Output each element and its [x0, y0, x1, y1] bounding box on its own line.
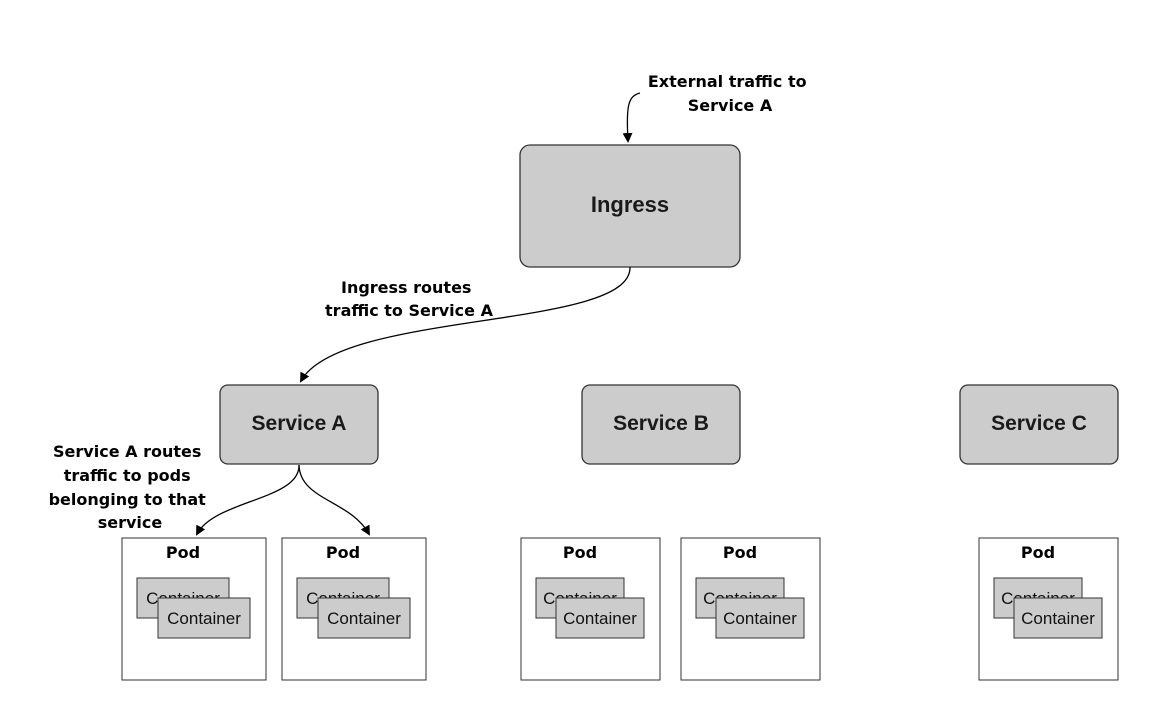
pod-5[interactable]: Pod Container Container: [978, 537, 1119, 681]
external-traffic-note: External traffic to Service A: [648, 72, 812, 115]
ingress-to-service-a-arrow: [300, 266, 631, 383]
pod-5-label: Pod: [1021, 543, 1055, 562]
service-a-to-pod-2-arrow: [298, 464, 370, 536]
service-a-routes-note-line-1: Service A routes: [53, 442, 201, 461]
ingress-routes-note-line-1: Ingress routes: [341, 278, 471, 297]
pod-3-container-2-label: Container: [563, 609, 637, 628]
service-a-label: Service A: [252, 412, 347, 435]
ingress-node[interactable]: Ingress: [519, 144, 741, 268]
pod-4[interactable]: Pod Container Container: [680, 537, 821, 681]
pod-4-container-2-box: [715, 597, 805, 639]
service-a-routes-note-line-4: service: [98, 513, 163, 532]
ingress-label: Ingress: [591, 192, 669, 217]
service-a-node[interactable]: Service A: [219, 384, 379, 465]
pod-1[interactable]: Pod Container Container: [121, 537, 267, 681]
pod-5-container-2-box: [1013, 597, 1103, 639]
service-c-box: [959, 384, 1119, 465]
pod-2-container-2-label: Container: [327, 609, 401, 628]
service-c-node[interactable]: Service C: [959, 384, 1119, 465]
pod-3-container-2-box: [555, 597, 645, 639]
pod-4-label: Pod: [723, 543, 757, 562]
external-traffic-note-line-2: Service A: [688, 96, 773, 115]
service-b-box: [581, 384, 741, 465]
pod-2-container-2-box: [317, 597, 411, 639]
pod-3[interactable]: Pod Container Container: [520, 537, 661, 681]
external-traffic-note-line-1: External traffic to: [648, 72, 807, 91]
pod-2-label: Pod: [326, 543, 360, 562]
pod-5-container-2-label: Container: [1021, 609, 1095, 628]
service-a-routes-note: Service A routes traffic to pods belongi…: [49, 442, 212, 532]
service-b-label: Service B: [613, 412, 709, 435]
pod-1-label: Pod: [166, 543, 200, 562]
ingress-routes-note-line-2: traffic to Service A: [325, 301, 494, 320]
service-a-box: [219, 384, 379, 465]
pod-2[interactable]: Pod Container Container: [281, 537, 427, 681]
pod-1-container-2-box: [157, 597, 251, 639]
pod-3-label: Pod: [563, 543, 597, 562]
service-b-node[interactable]: Service B: [581, 384, 741, 465]
external-traffic-arrow: [622, 92, 641, 143]
pod-1-container-2-label: Container: [167, 609, 241, 628]
pod-4-container-2-label: Container: [723, 609, 797, 628]
ingress-routes-note: Ingress routes traffic to Service A: [325, 278, 494, 320]
service-a-to-pod-1-arrow: [196, 464, 300, 536]
service-a-routes-note-line-3: belonging to that: [49, 490, 207, 509]
service-c-label: Service C: [991, 412, 1087, 435]
service-a-routes-note-line-2: traffic to pods: [64, 466, 191, 485]
